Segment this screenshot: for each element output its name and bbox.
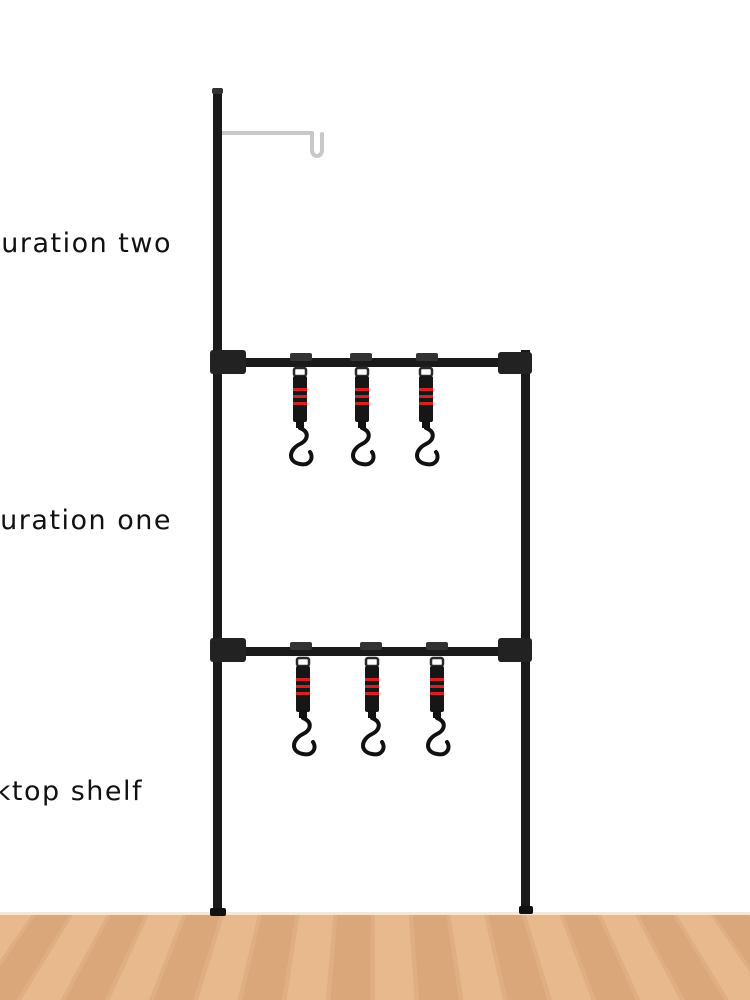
wood-plank — [65, 912, 146, 1000]
wood-plank — [525, 912, 592, 1000]
s-hook-icon — [351, 366, 376, 467]
wood-plank — [637, 912, 725, 1000]
s-hook-icon — [426, 656, 451, 757]
s-hook-icon — [361, 656, 386, 757]
wood-plank — [450, 912, 504, 1000]
wood-plank — [109, 912, 184, 1000]
lantern-hook-icon — [222, 131, 324, 158]
wooden-table — [0, 912, 750, 1000]
wood-plank — [286, 912, 334, 1000]
wood-plank — [487, 912, 548, 1000]
desktop-shelf-label: sktop shelf — [0, 776, 143, 807]
wood-plank — [0, 912, 71, 1000]
wood-plank — [562, 912, 636, 1000]
wood-plank — [153, 912, 221, 1000]
left-pole — [210, 88, 226, 916]
wood-plank — [412, 912, 459, 1000]
wood-plank — [600, 912, 681, 1000]
wood-plank — [0, 912, 34, 960]
wood-plank — [242, 912, 296, 1000]
table-edge — [0, 912, 750, 915]
s-hook-icon — [292, 656, 317, 757]
s-hook-icon — [415, 366, 440, 467]
wood-plank — [675, 912, 750, 1000]
s-hook-icon — [289, 366, 314, 467]
upper-crossbar — [210, 350, 532, 374]
wood-plank — [21, 912, 109, 1000]
configuration-two-label: guration two — [0, 228, 172, 259]
wood-plank — [330, 912, 371, 1000]
wood-plank — [375, 912, 415, 1000]
wood-plank — [198, 912, 259, 1000]
right-pole — [519, 350, 533, 914]
wood-plank — [712, 912, 750, 967]
lower-crossbar — [210, 638, 532, 662]
configuration-one-label: guration one — [0, 505, 172, 536]
